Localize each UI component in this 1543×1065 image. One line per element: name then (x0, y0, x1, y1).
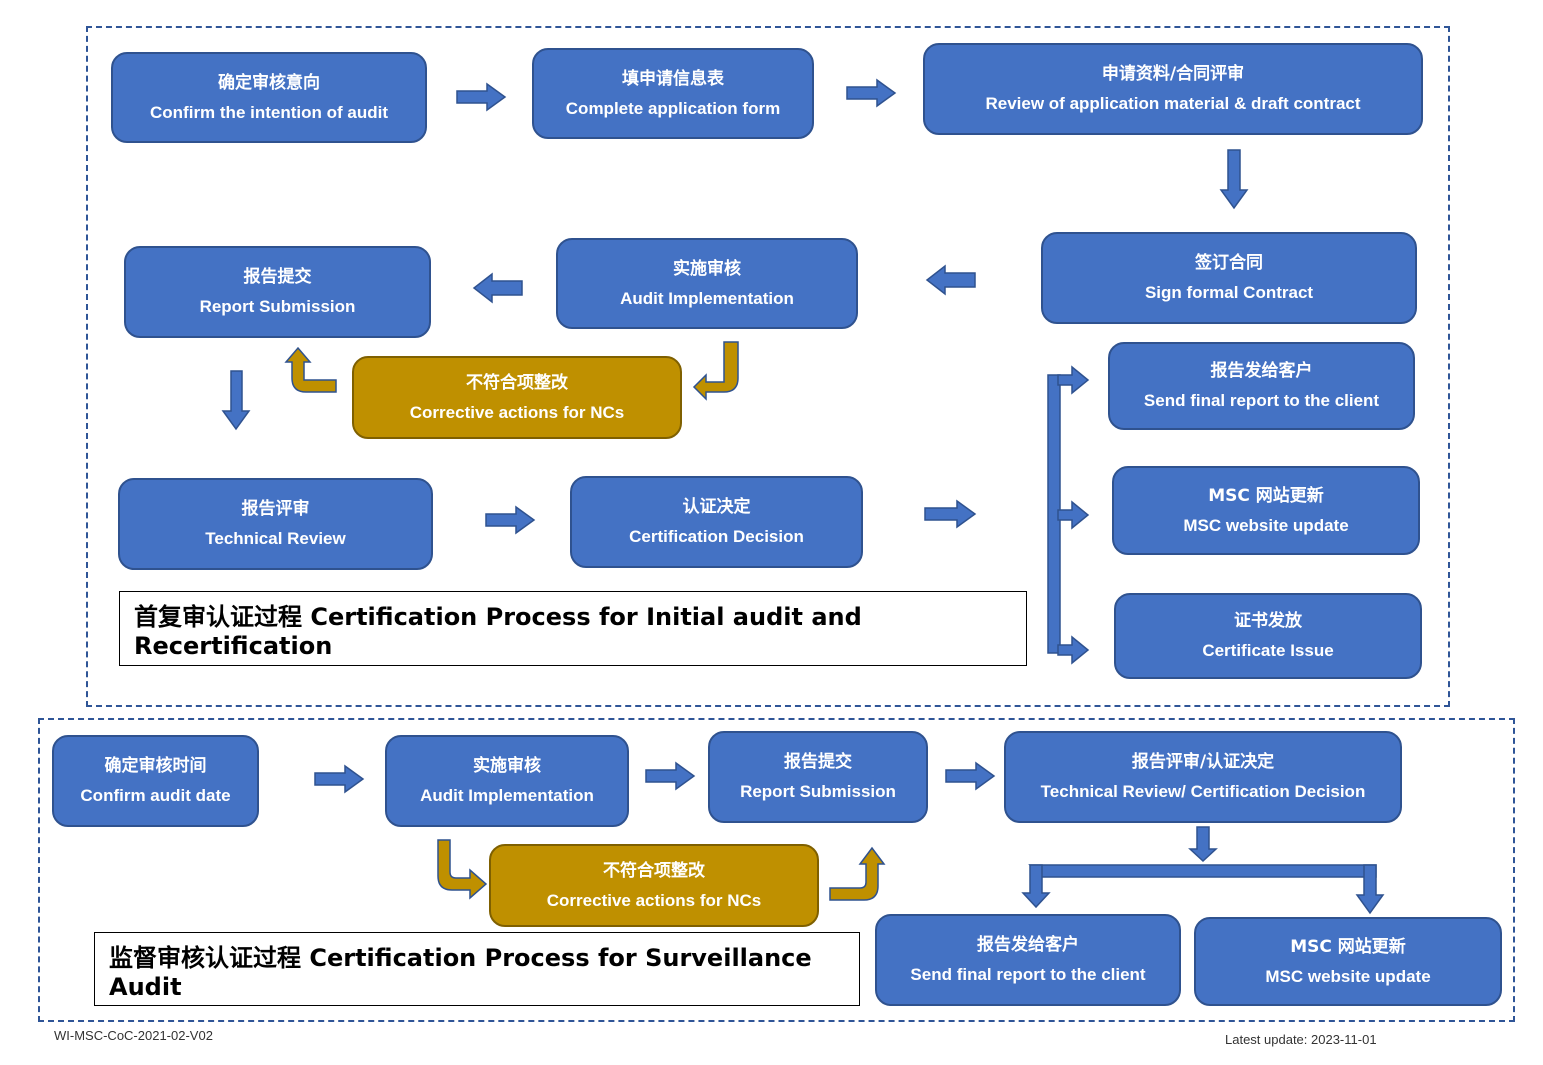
surv-step-audit-implementation: 实施审核 Audit Implementation (385, 735, 629, 827)
arrow-right-icon (846, 78, 897, 108)
step-en: Corrective actions for NCs (546, 890, 762, 910)
arrow-down-icon (1188, 826, 1218, 863)
step-zh: MSC 网站更新 (1290, 936, 1406, 957)
step-confirm-intention: 确定审核意向 Confirm the intention of audit (111, 52, 427, 143)
arrow-curved-icon (437, 839, 488, 900)
branch-bracket-icon (1028, 864, 1377, 878)
document-id: WI-MSC-CoC-2021-02-V02 (54, 1028, 213, 1043)
step-msc-website-update: MSC 网站更新 MSC website update (1112, 466, 1420, 555)
step-corrective-actions: 不符合项整改 Corrective actions for NCs (352, 356, 682, 439)
step-zh: 确定审核时间 (104, 756, 207, 776)
surv-step-review-decision: 报告评审/认证决定 Technical Review/ Certificatio… (1004, 731, 1402, 823)
arrow-right-icon (645, 761, 696, 791)
step-en: Sign formal Contract (1144, 283, 1314, 302)
latest-update: Latest update: 2023-11-01 (1225, 1032, 1377, 1047)
surv-step-send-final-report: 报告发给客户 Send final report to the client (875, 914, 1181, 1006)
step-zh: 实施审核 (673, 258, 741, 279)
step-zh: 报告提交 (784, 752, 852, 772)
step-en: Technical Review/ Certification Decision (1040, 782, 1366, 801)
surv-step-report-submission: 报告提交 Report Submission (708, 731, 928, 823)
step-audit-implementation: 实施审核 Audit Implementation (556, 238, 858, 329)
step-en: Corrective actions for NCs (409, 402, 625, 422)
step-en: MSC website update (1183, 515, 1349, 535)
step-zh: 不符合项整改 (466, 372, 568, 393)
arrow-curved-icon (829, 846, 886, 901)
arrow-right-icon (924, 499, 977, 529)
arrow-right-icon (456, 82, 507, 112)
arrow-left-icon (472, 272, 523, 304)
arrow-down-icon (221, 370, 251, 431)
surv-step-corrective-actions: 不符合项整改 Corrective actions for NCs (489, 844, 819, 927)
step-zh: MSC 网站更新 (1208, 485, 1324, 506)
arrow-right-icon (485, 505, 536, 535)
step-complete-application: 填申请信息表 Complete application form (532, 48, 814, 139)
step-technical-review: 报告评审 Technical Review (118, 478, 433, 570)
step-en: Audit Implementation (620, 288, 794, 308)
step-zh: 实施审核 (473, 756, 541, 776)
arrow-right-icon (1057, 365, 1090, 395)
arrow-right-icon (1057, 500, 1090, 530)
step-review-application: 申请资料/合同评审 Review of application material… (923, 43, 1423, 135)
step-en: Audit Implementation (420, 786, 594, 805)
arrow-down-icon (1355, 864, 1385, 915)
arrow-right-icon (314, 764, 365, 794)
step-zh: 申请资料/合同评审 (1101, 64, 1245, 84)
step-send-final-report: 报告发给客户 Send final report to the client (1108, 342, 1415, 430)
step-en: Report Submission (199, 297, 356, 316)
step-zh: 签订合同 (1195, 253, 1263, 273)
step-zh: 证书发放 (1234, 611, 1302, 631)
step-zh: 认证决定 (682, 497, 751, 517)
surv-step-msc-website-update: MSC 网站更新 MSC website update (1194, 917, 1502, 1006)
surveillance-process-title: 监督审核认证过程 Certification Process for Surve… (94, 932, 860, 1006)
step-en: Send final report to the client (1143, 391, 1380, 410)
initial-process-title: 首复审认证过程 Certification Process for Initia… (119, 591, 1027, 666)
initial-process-frame (86, 26, 1450, 707)
step-zh: 报告发给客户 (1210, 361, 1313, 381)
step-en: Technical Review (205, 529, 346, 548)
step-zh: 不符合项整改 (603, 860, 705, 881)
step-en: MSC website update (1265, 966, 1431, 986)
step-en: Certification Decision (629, 527, 804, 546)
step-en: Send final report to the client (910, 965, 1146, 984)
surveillance-process-frame (38, 718, 1515, 1022)
step-sign-contract: 签订合同 Sign formal Contract (1041, 232, 1417, 324)
arrow-curved-icon (284, 346, 337, 393)
step-en: Confirm the intention of audit (150, 102, 388, 122)
step-en: Review of application material & draft c… (985, 94, 1361, 113)
step-en: Confirm audit date (80, 786, 231, 805)
step-zh: 报告发给客户 (977, 935, 1079, 955)
step-en: Certificate Issue (1202, 641, 1334, 660)
step-report-submission: 报告提交 Report Submission (124, 246, 431, 338)
step-zh: 确定审核意向 (218, 72, 320, 93)
step-certificate-issue: 证书发放 Certificate Issue (1114, 593, 1422, 679)
surv-step-confirm-date: 确定审核时间 Confirm audit date (52, 735, 259, 827)
step-zh: 填申请信息表 (622, 68, 724, 89)
step-zh: 报告评审/认证决定 (1131, 752, 1275, 772)
arrow-down-icon (1021, 864, 1051, 909)
arrow-right-icon (945, 761, 996, 791)
step-en: Report Submission (740, 782, 896, 801)
step-zh: 报告评审 (241, 499, 310, 519)
arrow-right-icon (1057, 635, 1090, 665)
arrow-down-icon (1219, 149, 1249, 210)
arrow-curved-icon (692, 341, 739, 401)
step-en: Complete application form (565, 98, 781, 118)
step-certification-decision: 认证决定 Certification Decision (570, 476, 863, 568)
step-zh: 报告提交 (243, 267, 312, 287)
arrow-left-icon (925, 264, 976, 296)
